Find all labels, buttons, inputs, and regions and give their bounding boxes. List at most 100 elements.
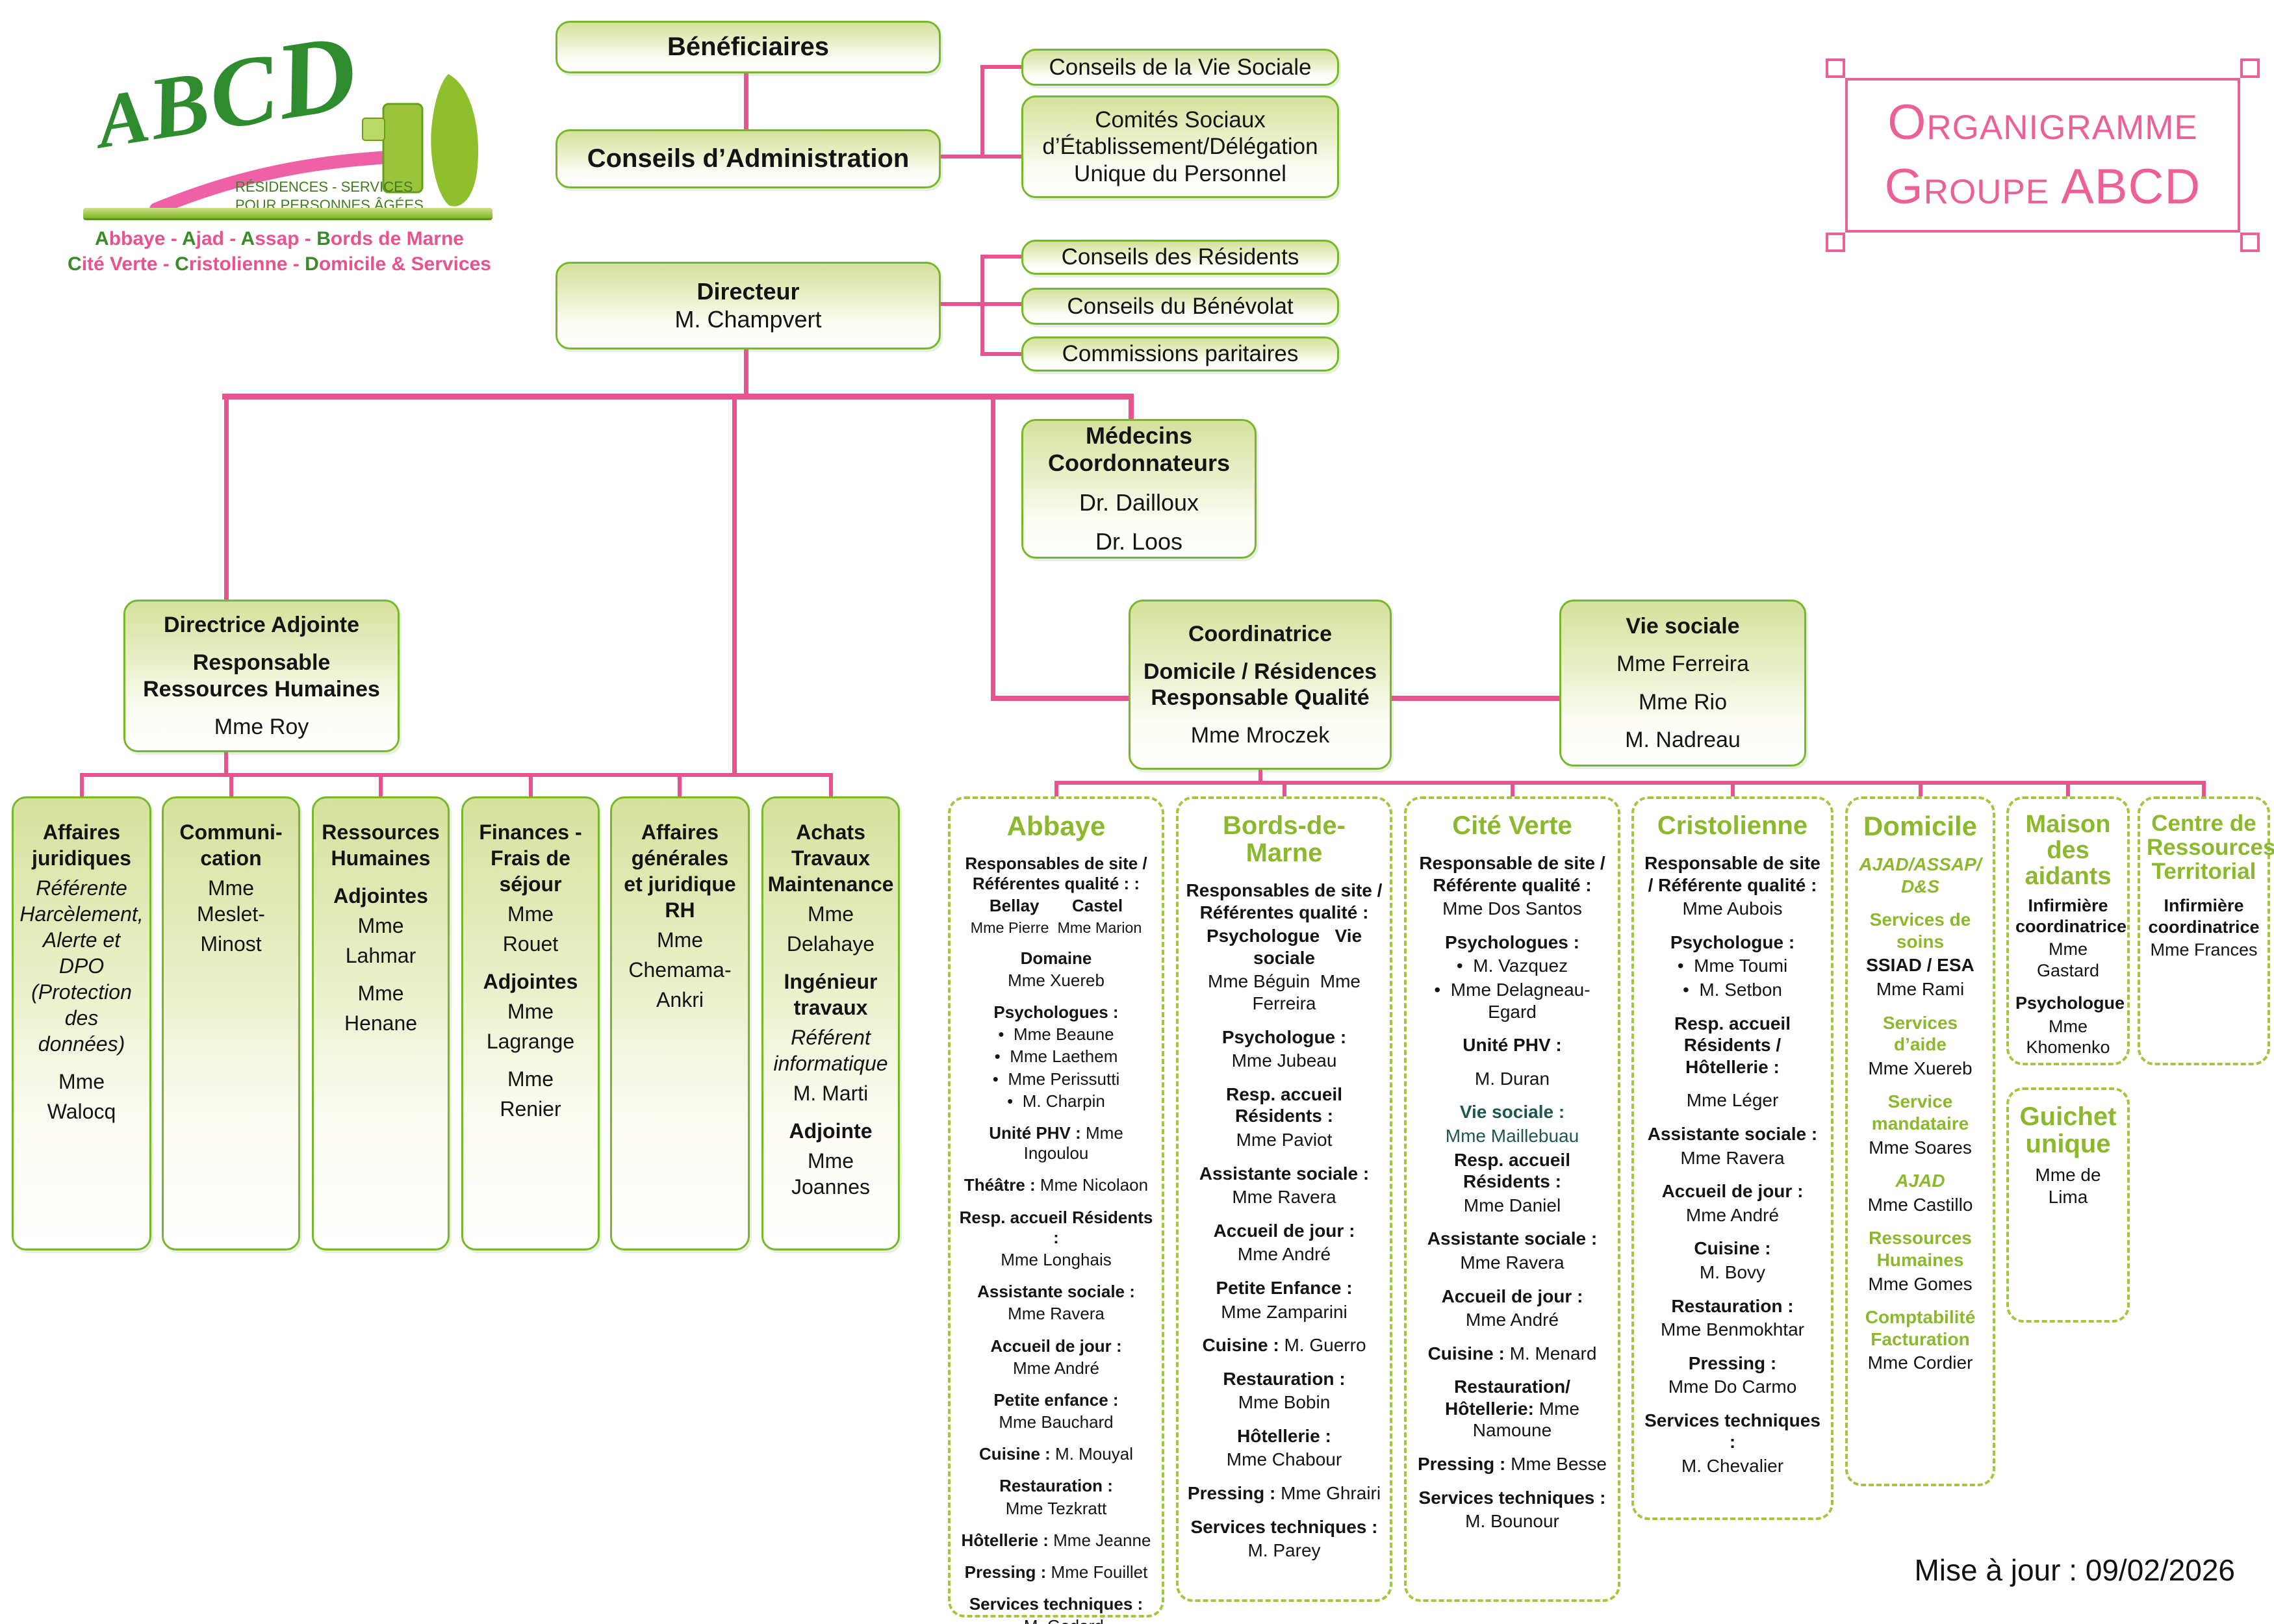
text-segment: Infirmière coordinatrice <box>2015 895 2127 937</box>
text-segment: Services techniques : <box>1190 1516 1378 1537</box>
text-segment: Mme Rio <box>1638 689 1728 715</box>
text-line: Mme André <box>957 1358 1155 1378</box>
text-line: Mme Béguin Mme Ferreira <box>1185 971 1383 1014</box>
text-line: Mme Joannes <box>774 1148 888 1200</box>
abcd-logo: ABCD RÉSIDENCES - SERVICES POUR PERSONNE… <box>58 10 500 286</box>
connector-line <box>80 773 84 798</box>
text-segment: Mme Laethem <box>1010 1047 1118 1067</box>
text-line: Psychologue : <box>1185 1026 1383 1048</box>
text-segment: Mme Nicolaon <box>1040 1175 1149 1195</box>
text-segment: Walocq <box>47 1100 116 1123</box>
text-segment: Psychologue : <box>1670 932 1795 952</box>
text-segment: Psychologues : <box>1445 932 1579 952</box>
text-segment: Assistante sociale : <box>1199 1163 1370 1184</box>
text-segment: Infirmière coordinatrice <box>2148 896 2260 937</box>
connector-line <box>744 73 748 132</box>
logo-sites-list: Abbaye - Ajad - Assap - Bords de Marne C… <box>58 226 500 277</box>
text-segment: Mme Ingoulou <box>1023 1123 1123 1163</box>
text-segment: Responsables de site / Référentes qualit… <box>965 854 1147 894</box>
text-segment: Adjointes <box>333 884 428 907</box>
text-line: • Mme Perissutti <box>957 1069 1155 1089</box>
connector-line <box>222 394 1134 400</box>
connector-line <box>229 773 233 798</box>
text-line: Vie sociale <box>1626 613 1739 639</box>
text-segment: Restauration : <box>1223 1368 1346 1389</box>
text-segment: Mme Paviot <box>1236 1129 1333 1150</box>
text-segment: M. Chevalier <box>1681 1456 1784 1477</box>
connector-line <box>1919 781 1923 798</box>
text-line: Mme André <box>1413 1309 1611 1331</box>
text-line: Psychologues : <box>957 1002 1155 1022</box>
text-segment: Assistante sociale : <box>1427 1228 1598 1249</box>
box-beneficiaires: Bénéficiaires <box>556 21 941 73</box>
connector-line <box>991 396 995 699</box>
text-segment: Mme Daniel <box>1463 1195 1561 1215</box>
logo-site-name-segment: ité Verte - <box>81 253 175 275</box>
text-line: M. Nadreau <box>1625 727 1741 753</box>
text-segment: Restauration : <box>1671 1295 1794 1316</box>
text-segment: Mme Benmokhtar <box>1661 1319 1804 1340</box>
text-segment: Comptabilité Facturation <box>1865 1307 1976 1349</box>
text-line: Mme <box>507 1066 554 1092</box>
text-line: Bellay Castel <box>957 896 1155 916</box>
text-line: Hôtellerie : <box>1185 1425 1383 1447</box>
text-line: Accueil de jour : <box>1641 1180 1824 1202</box>
text-line: Domaine <box>957 948 1155 969</box>
text-line: Rouet <box>503 931 558 957</box>
text-line: Renier <box>500 1096 561 1122</box>
logo-building-icon <box>382 103 424 194</box>
logo-site-name-segment: B <box>316 228 331 249</box>
site-title-abbaye: Abbaye <box>1006 811 1106 841</box>
text-segment: M. Setbon <box>1699 979 1782 1000</box>
text-segment: Mme Ferreira <box>1616 652 1750 677</box>
text-segment: Renier <box>500 1097 561 1121</box>
text-line: Mme Ravera <box>1641 1147 1824 1169</box>
text-segment: Mme <box>507 902 554 926</box>
connector-line <box>980 65 1021 69</box>
text-segment: Mme Do Carmo <box>1668 1377 1797 1397</box>
text-line: Assistante sociale : <box>1185 1163 1383 1185</box>
text-segment: Mme Roy <box>214 714 309 739</box>
text-line: Unité PHV : Mme Ingoulou <box>957 1123 1155 1163</box>
text-line: Mme Jubeau <box>1185 1050 1383 1072</box>
text-line: Mme Ravera <box>1185 1186 1383 1208</box>
text-line: Restauration/ Hôtellerie: Mme Namoune <box>1413 1376 1611 1441</box>
logo-site-name-segment: ords de Marne <box>330 228 464 249</box>
text-segment: Mme Besse <box>1511 1454 1607 1475</box>
text-segment: Mme Cordier <box>1867 1352 1973 1373</box>
text-segment: Mme Xuereb <box>1008 970 1105 990</box>
text-segment: Vie sociale : <box>1459 1102 1565 1123</box>
text-segment: Mme Ravera <box>1460 1252 1565 1273</box>
text-segment: AJAD <box>1895 1171 1945 1191</box>
text-segment: Delahaye <box>786 932 875 956</box>
text-segment: Psychologue : <box>1221 1026 1347 1047</box>
site-title-domicile: Domicile <box>1863 811 1978 841</box>
logo-site-name-segment: C <box>175 253 189 275</box>
text-segment: Coordinatrice <box>1188 621 1333 646</box>
text-segment: Conseils du Bénévolat <box>1067 293 1294 319</box>
bullet-icon: • <box>1682 979 1700 1000</box>
text-line: Services d’aide <box>1854 1012 1986 1056</box>
text-segment: Accueil de jour : <box>1213 1220 1355 1241</box>
text-line: • M. Setbon <box>1641 979 1824 1001</box>
text-line: Référent informatique <box>773 1024 888 1076</box>
text-segment: Adjointe <box>789 1119 873 1143</box>
text-segment: Comités Sociaux d’Établissement/Délégati… <box>1042 107 1318 186</box>
text-line: Walocq <box>47 1098 116 1124</box>
text-line: Pressing : <box>1641 1352 1824 1375</box>
connector-line <box>980 255 984 356</box>
text-segment: Mme André <box>1013 1358 1099 1378</box>
box-conseils-administration: Conseils d’Administration <box>556 129 941 188</box>
text-line: M. Parey <box>1185 1540 1383 1562</box>
text-segment: Mme Zamparini <box>1221 1301 1348 1322</box>
text-line: Resp. accueil Résidents : <box>1413 1149 1611 1193</box>
text-line: Ressources Humaines <box>1854 1227 1986 1271</box>
text-line: M. Duran <box>1413 1068 1611 1090</box>
